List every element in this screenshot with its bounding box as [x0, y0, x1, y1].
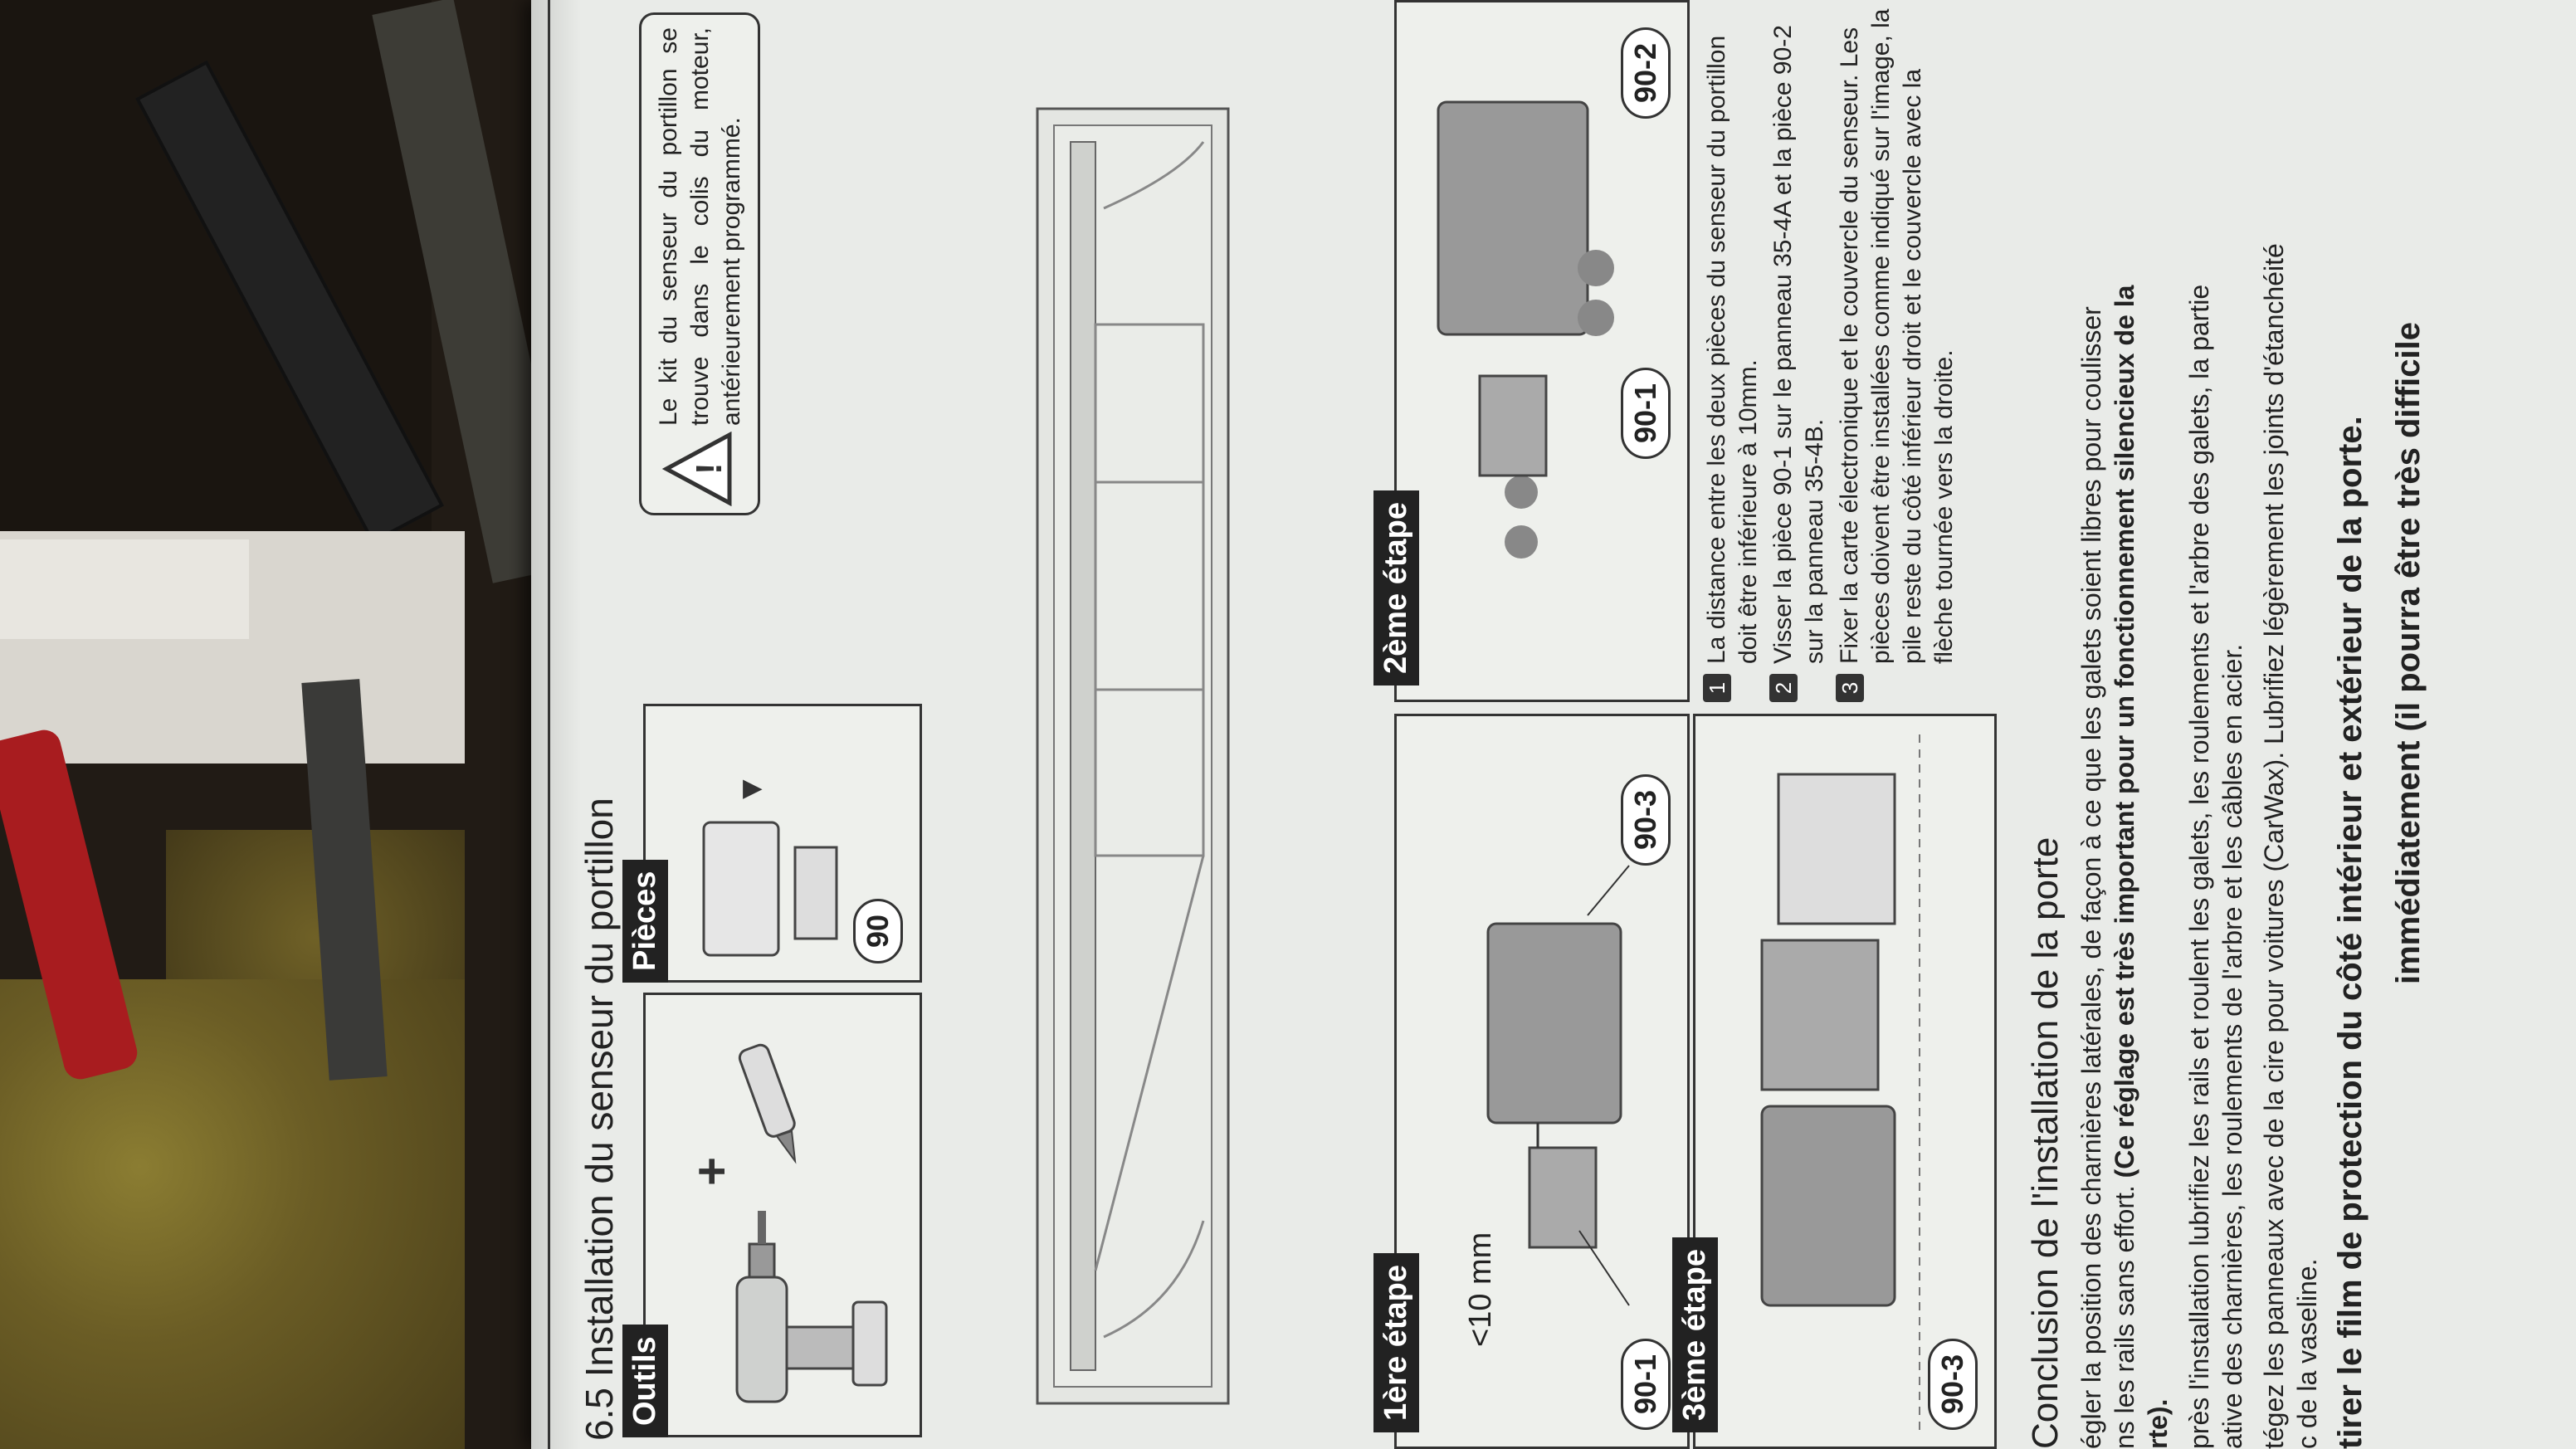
instruction-1-text: La distance entre les deux pièces du sen… [1703, 35, 1762, 664]
conclusion-line-6: tégez les panneaux avec de la cire pour … [2259, 243, 2289, 1449]
step2-label: 2ème étape [1373, 490, 1419, 685]
conclusion-line-1: égler la position des charnières latéral… [2076, 306, 2106, 1449]
conclusion-line-8: tirer le film de protection du côté inté… [2332, 416, 2369, 1449]
parts-label: Pièces [622, 859, 668, 983]
part-number-callout: 90 [853, 898, 903, 964]
instruction-2-number: 2 [1769, 674, 1798, 702]
step1-callout-b: 90-3 [1621, 773, 1671, 866]
door-drawing [1012, 34, 1237, 1437]
conclusion-line-4: près l'installation lubrifiez les rails … [2184, 284, 2214, 1449]
bg-lit-area [0, 539, 249, 639]
step2-box: 90-1 90-2 [1394, 0, 1690, 702]
parts-box: ▼ 90 [643, 704, 922, 983]
conclusion-line-9: immédiatement (il pourra être très diffi… [2390, 322, 2427, 984]
rotated-page-content: 6.5 Installation du senseur du portillon… [531, 0, 2576, 1449]
tools-label: Outils [622, 1325, 668, 1437]
sensor-screws-drawing [1437, 100, 1614, 559]
instruction-1-number: 1 [1703, 674, 1731, 702]
sensor-assembly-drawing [1760, 733, 1920, 1430]
step2-callout-a: 90-1 [1621, 367, 1671, 459]
svg-text:!: ! [689, 462, 729, 475]
conclusion-line-7: c de la vaseline. [2292, 1258, 2322, 1449]
sensor-box-icon: ▼ [702, 773, 838, 957]
conclusion-line-3: rte). [2143, 1398, 2173, 1449]
instruction-3-number: 3 [1836, 674, 1864, 702]
step1-box: <10 mm 90-1 90-3 [1394, 714, 1690, 1449]
top-rule [548, 0, 550, 1449]
step3-box: 90-3 [1693, 714, 1997, 1449]
step2-callout-b: 90-2 [1621, 27, 1671, 119]
step1-callout-a: 90-1 [1621, 1338, 1671, 1430]
step3-label: 3ème étape [1672, 1237, 1718, 1432]
warning-triangle-icon: ! [661, 432, 732, 506]
conclusion-line-5: ative des charnières, les roulements de … [2217, 643, 2247, 1449]
drill-icon [735, 1211, 888, 1403]
svg-text:+: + [684, 1157, 739, 1186]
instruction-3-text: Fixer la carte électronique et le couver… [1836, 8, 1958, 664]
step1-label: 1ère étape [1373, 1252, 1419, 1432]
warning-text: Le kit du senseur du portillon se trouve… [655, 27, 745, 426]
conclusion-title: Conclusion de l'installation de la porte [2025, 837, 2066, 1449]
conclusion-line-2: ns les rails sans effort. (Ce réglage es… [2108, 0, 2141, 1449]
instruction-2-text: Visser la pièce 90-1 sur le panneau 35-4… [1769, 25, 1828, 664]
screwdriver-icon: + [684, 1043, 797, 1186]
tools-box: + [643, 993, 922, 1437]
svg-text:▼: ▼ [733, 773, 769, 806]
step3-callout-a: 90-3 [1928, 1338, 1978, 1430]
conclusion-line-2-start: ns les rails sans effort. [2110, 1178, 2139, 1449]
sensor-parts-drawing [1486, 865, 1630, 1306]
section-title: 6.5 Installation du senseur du portillon [578, 798, 621, 1441]
conclusion-line-2-bold: (Ce réglage est très important pour un f… [2110, 285, 2139, 1178]
warning-box: ! Le kit du senseur du portillon se trou… [639, 12, 760, 515]
manual-page: 6.5 Installation du senseur du portillon… [531, 0, 2576, 1449]
